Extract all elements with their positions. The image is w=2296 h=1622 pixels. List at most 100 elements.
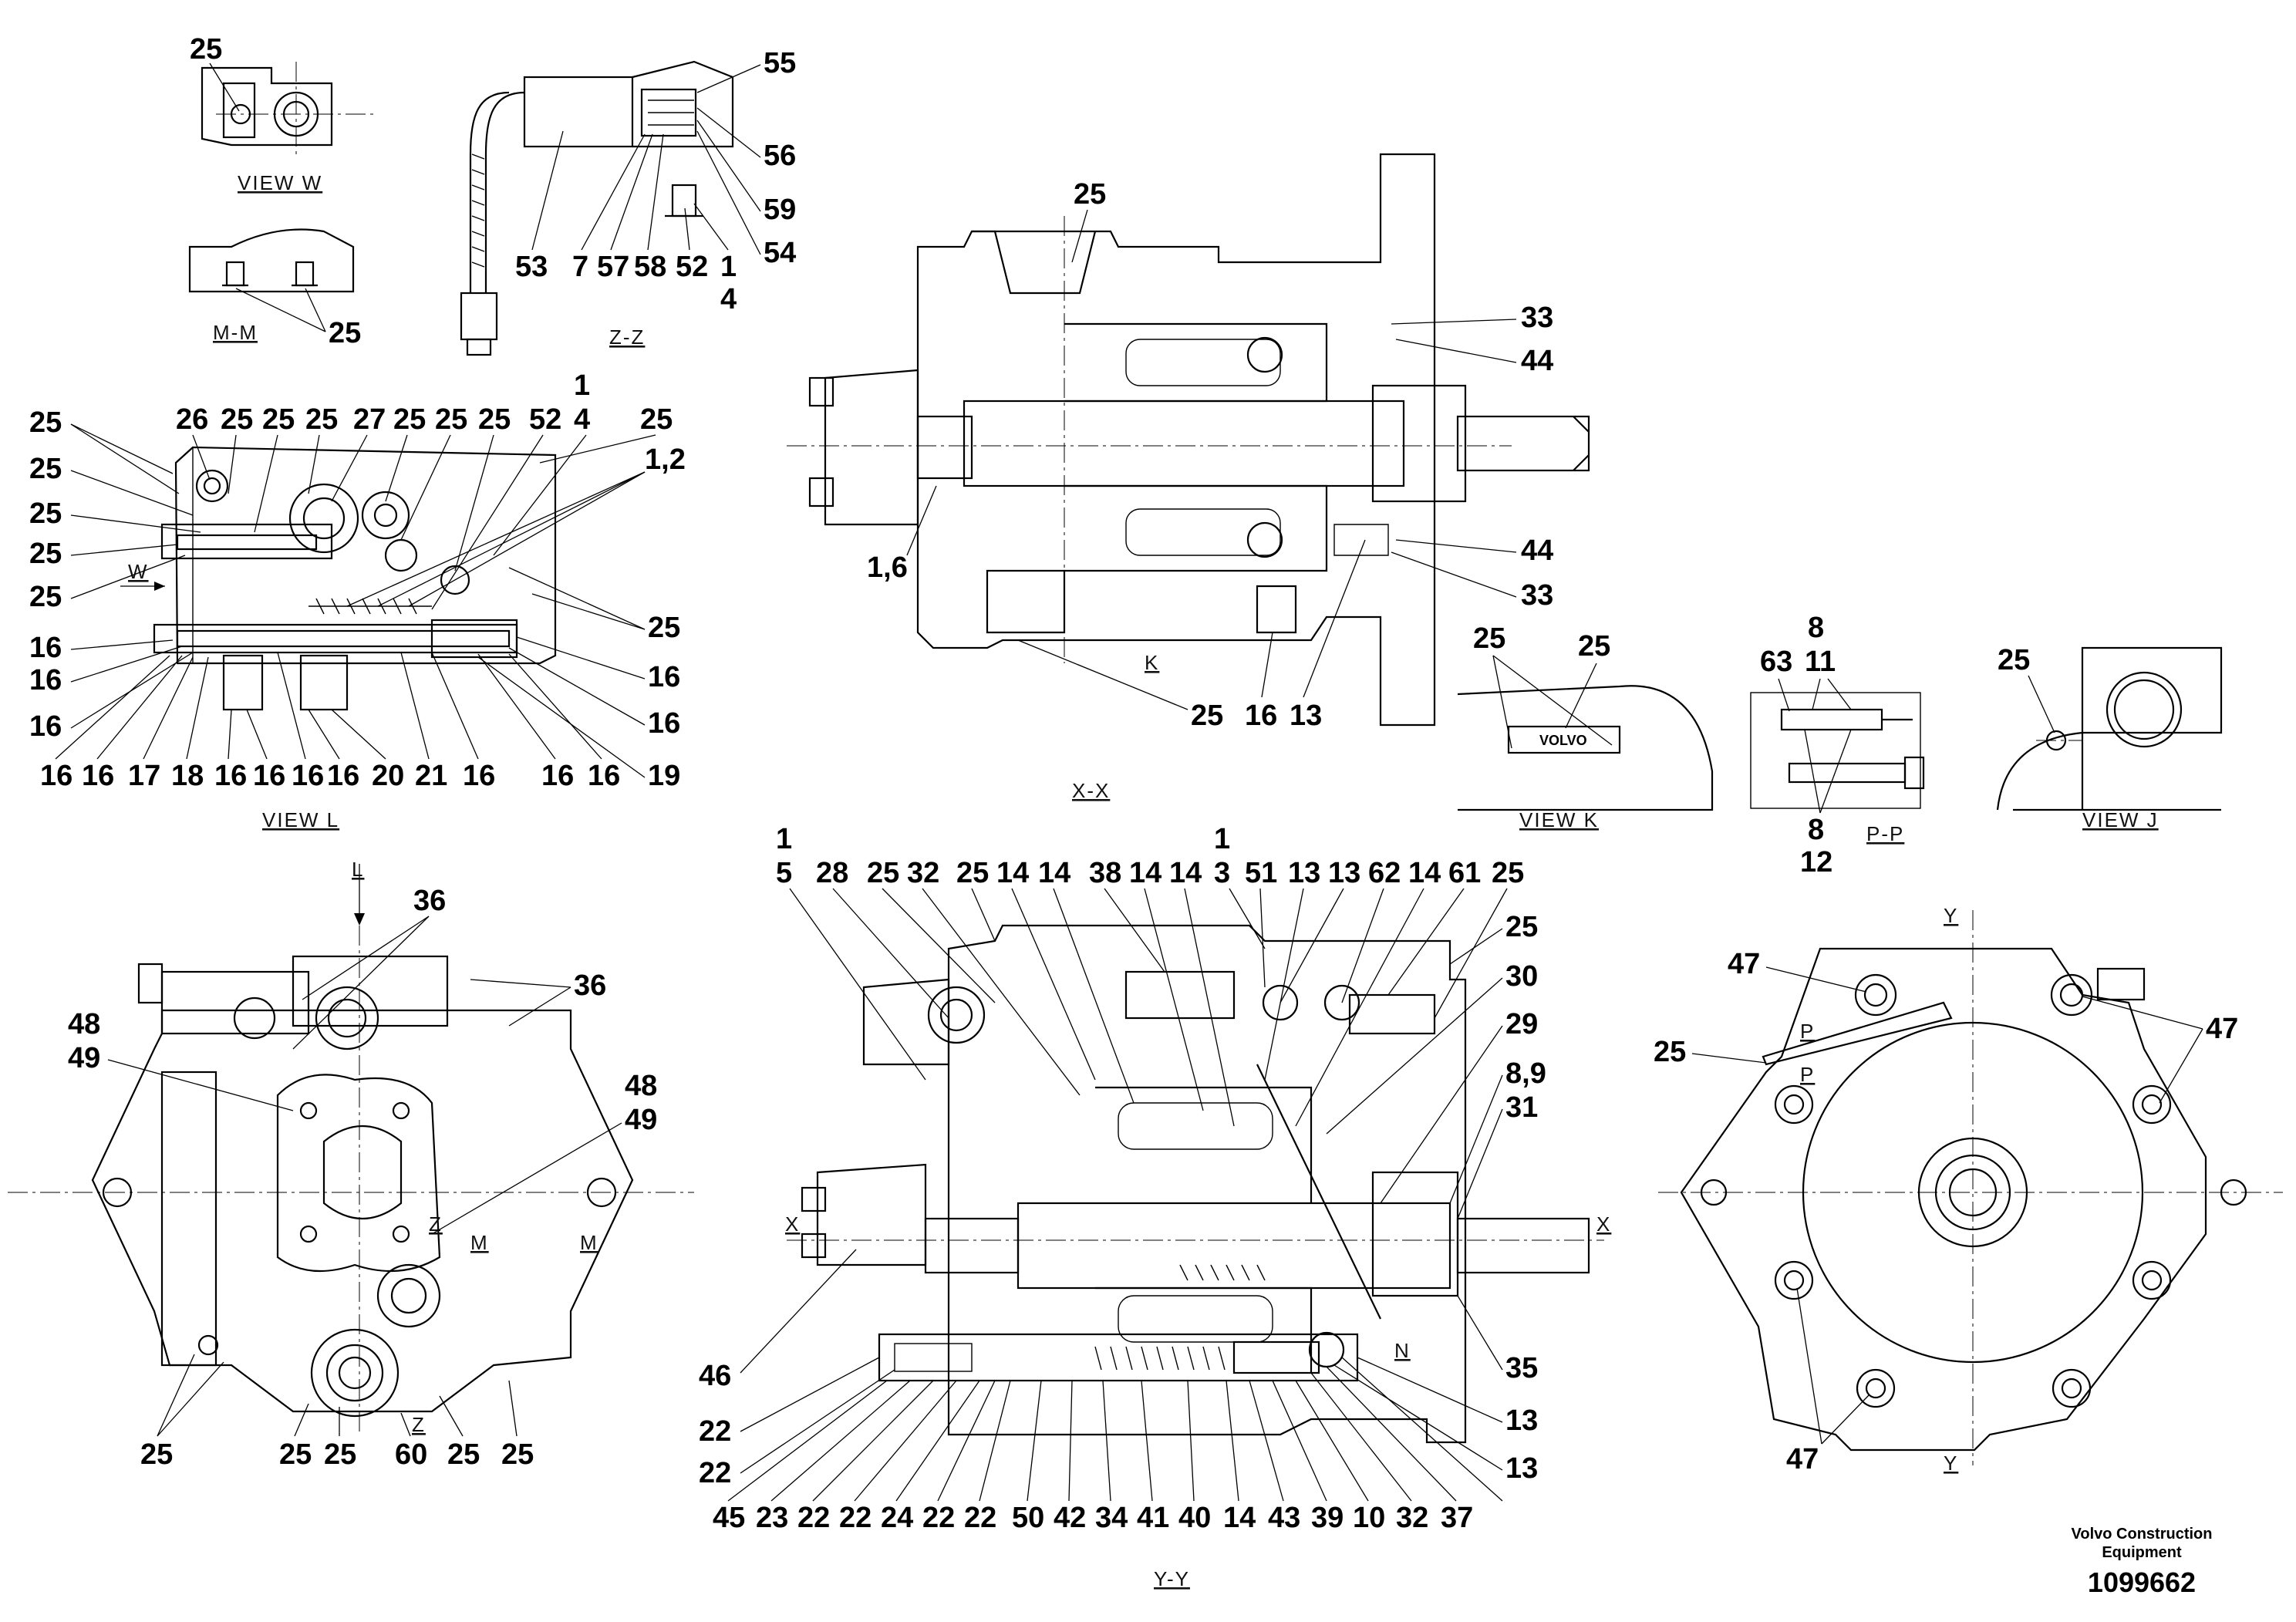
callout-4: 4 xyxy=(720,283,737,315)
callout-16: 16 xyxy=(292,760,324,792)
section-mark-w: W xyxy=(128,560,149,583)
callout-22: 24 xyxy=(881,1502,913,1534)
callout-5: 5 xyxy=(776,857,792,889)
callout-16: 16 xyxy=(327,760,359,792)
callout-17: 17 xyxy=(128,760,160,792)
callout-1: 1 xyxy=(720,251,737,283)
callout-25: 25 xyxy=(1578,630,1610,663)
section-mark-z: Z xyxy=(429,1212,443,1236)
callout-27: 27 xyxy=(353,403,386,436)
callout-47: 47 xyxy=(2206,1013,2238,1045)
section-mark-m: M xyxy=(470,1231,489,1254)
callout-25: 25 xyxy=(29,453,62,485)
view-l: VIEW L W 26 25 25 25 27 25 25 25 52 1 4 … xyxy=(29,369,686,831)
view-w-title: VIEW W xyxy=(238,171,322,194)
callout-53: 53 xyxy=(515,251,548,283)
callout-33: 33 xyxy=(1521,302,1553,334)
callout-16: 16 xyxy=(253,760,285,792)
section-mark-p: P xyxy=(1800,1020,1815,1043)
callout-25: 25 xyxy=(640,403,673,436)
callout-25: 25 xyxy=(867,857,899,889)
view-x-x: X-X K 25 33 44 1,6 44 33 25 16 13 xyxy=(787,153,1590,802)
callout-44: 44 xyxy=(1521,345,1553,377)
callout-60: 60 xyxy=(395,1438,427,1471)
callout-25: 25 xyxy=(29,406,62,439)
callout-16: 16 xyxy=(29,664,62,696)
brand-line-1: Volvo Construction xyxy=(2071,1526,2213,1543)
callout-55: 55 xyxy=(764,47,796,79)
callout-16: 16 xyxy=(463,760,495,792)
callout-40: 14 xyxy=(1223,1502,1256,1534)
callout-51: 51 xyxy=(1245,857,1277,889)
callout-25: 25 xyxy=(221,403,253,436)
callout-50: 42 xyxy=(1054,1502,1086,1534)
section-mark-k: K xyxy=(1145,651,1159,674)
brand-line-2: Equipment xyxy=(2102,1544,2182,1561)
callout-59: 59 xyxy=(764,194,796,226)
callout-25: 25 xyxy=(140,1438,173,1471)
callout-13: 13 xyxy=(1505,1404,1538,1437)
callout-45: 45 xyxy=(713,1502,745,1534)
callout-4: 4 xyxy=(574,403,590,436)
callout-16: 16 xyxy=(82,760,114,792)
view-p-p: P-P 8 11 63 8 12 xyxy=(1750,612,1925,878)
section-mark-x: X xyxy=(785,1212,800,1236)
callout-16: 16 xyxy=(1245,700,1277,732)
callout-14: 14 xyxy=(1408,857,1441,889)
callout-25: 25 xyxy=(29,497,62,530)
section-mark-n: N xyxy=(1394,1339,1411,1362)
callout-14: 14 xyxy=(996,857,1029,889)
callout-34: 41 xyxy=(1137,1502,1169,1534)
callout-54: 54 xyxy=(764,237,796,269)
callout-16: 16 xyxy=(648,661,680,693)
callout-25: 25 xyxy=(1492,857,1524,889)
callout-22: 22 xyxy=(797,1502,830,1534)
view-j: VIEW J 25 xyxy=(1996,644,2223,831)
callout-1: 1 xyxy=(574,369,590,402)
callout-25: 25 xyxy=(29,581,62,613)
callout-25: 25 xyxy=(29,538,62,570)
callout-16: 16 xyxy=(40,760,72,792)
view-z-z-title: Z-Z xyxy=(609,325,645,349)
callout-25: 25 xyxy=(1654,1036,1686,1068)
callout-21: 21 xyxy=(415,760,447,792)
callout-52: 52 xyxy=(676,251,708,283)
callout-18: 18 xyxy=(171,760,204,792)
callout-13: 13 xyxy=(1288,857,1320,889)
callout-25: 25 xyxy=(956,857,989,889)
section-mark-y: Y xyxy=(1944,904,1958,927)
callout-1-2: 1,2 xyxy=(645,443,686,476)
front-view: L M M Z Z 36 36 48 49 xyxy=(8,858,694,1471)
callout-14: 43 xyxy=(1268,1502,1300,1534)
callout-8: 8 xyxy=(1808,612,1824,644)
rear-view: Y Y P P 47 25 47 47 xyxy=(1654,904,2283,1475)
publisher-footer: Volvo Construction Equipment 1099662 xyxy=(2041,1525,2242,1599)
callout-44: 44 xyxy=(1521,534,1553,567)
callout-57: 57 xyxy=(597,251,629,283)
callout-32: 37 xyxy=(1441,1502,1473,1534)
callout-25: 25 xyxy=(1074,178,1106,211)
callout-14: 14 xyxy=(1169,857,1202,889)
callout-25: 25 xyxy=(501,1438,534,1471)
view-j-title: VIEW J xyxy=(2082,808,2159,831)
callout-11: 11 xyxy=(1805,646,1836,678)
callout-25: 25 xyxy=(279,1438,312,1471)
callout-49: 49 xyxy=(625,1104,657,1136)
callout-25: 25 xyxy=(262,403,295,436)
callout-25: 25 xyxy=(305,403,338,436)
callout-63: 63 xyxy=(1760,646,1792,678)
view-l-title: VIEW L xyxy=(262,808,339,831)
callout-25: 25 xyxy=(1473,622,1505,655)
callout-25: 25 xyxy=(393,403,426,436)
callout-41: 40 xyxy=(1178,1502,1211,1534)
callout-10: 32 xyxy=(1396,1502,1428,1534)
callout-31: 31 xyxy=(1505,1091,1538,1124)
view-m-m: M-M 25 xyxy=(188,228,361,349)
callout-52: 52 xyxy=(529,403,561,436)
callout-29: 29 xyxy=(1505,1008,1538,1040)
callout-25: 25 xyxy=(648,612,680,644)
callout-22: 22 xyxy=(839,1502,872,1534)
callout-25: 25 xyxy=(447,1438,480,1471)
callout-25: 25 xyxy=(1505,911,1538,943)
